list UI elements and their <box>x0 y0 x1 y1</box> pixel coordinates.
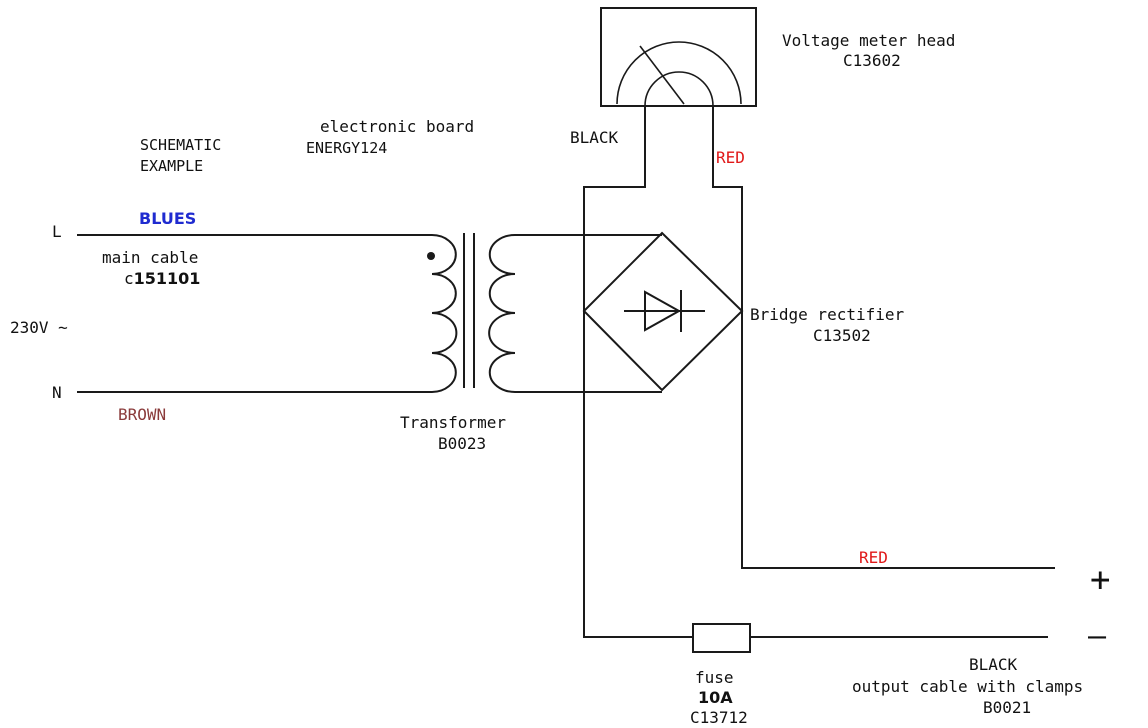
board-code: ENERGY124 <box>306 139 387 157</box>
fuse-symbol <box>692 623 751 653</box>
board-label: electronic board <box>320 117 474 136</box>
meter-body <box>600 7 757 107</box>
main-cable-number: 151101 <box>134 269 201 288</box>
meter-label: Voltage meter head <box>782 31 955 50</box>
main-cable-prefix: c <box>124 269 134 288</box>
diode-triangle <box>644 290 682 332</box>
meter-red-wire <box>712 106 743 311</box>
output-negative-wire <box>583 311 693 638</box>
output-positive-wire <box>741 311 1055 569</box>
output-red-label: RED <box>859 548 888 567</box>
transformer-polarity-dot <box>427 252 435 260</box>
main-cable-code: c151101 <box>124 269 200 288</box>
fuse-rating: 10A <box>698 688 733 707</box>
meter-red-label: RED <box>716 148 745 167</box>
transformer-code: B0023 <box>438 434 486 453</box>
meter-black-label: BLACK <box>570 128 619 147</box>
bridge-rectifier-symbol <box>582 231 744 392</box>
voltage-label: 230V ~ <box>10 318 68 337</box>
live-color-label: BLUES <box>139 209 196 228</box>
voltage-meter-head <box>600 7 757 107</box>
meter-outer-scale <box>616 41 742 105</box>
transformer-secondary-coil <box>488 234 516 393</box>
meter-inner-arc <box>644 71 714 107</box>
transformer-primary-coil <box>431 234 458 393</box>
live-terminal-label: L <box>52 222 62 241</box>
output-cable-label: output cable with clamps <box>852 677 1083 696</box>
fuse-code: C13712 <box>690 708 748 727</box>
rectifier-label: Bridge rectifier <box>750 305 904 324</box>
transformer-label: Transformer <box>400 413 506 432</box>
schematic-title-line1: SCHEMATIC <box>140 136 221 154</box>
fuse-label: fuse <box>695 668 734 687</box>
output-black-label: BLACK <box>969 655 1018 674</box>
meter-code: C13602 <box>843 51 901 70</box>
rectifier-code: C13502 <box>813 326 871 345</box>
meter-needle <box>639 45 685 105</box>
output-minus-symbol: — <box>1088 619 1107 654</box>
main-cable-label: main cable <box>102 248 198 267</box>
meter-black-wire <box>583 106 646 311</box>
neutral-color-label: BROWN <box>118 405 166 424</box>
output-plus-symbol: + <box>1090 560 1110 600</box>
schematic-title-line2: EXAMPLE <box>140 157 203 175</box>
transformer-symbol <box>427 233 516 393</box>
bridge-diamond <box>582 231 744 392</box>
output-cable-code: B0021 <box>983 698 1031 717</box>
neutral-terminal-label: N <box>52 383 62 402</box>
